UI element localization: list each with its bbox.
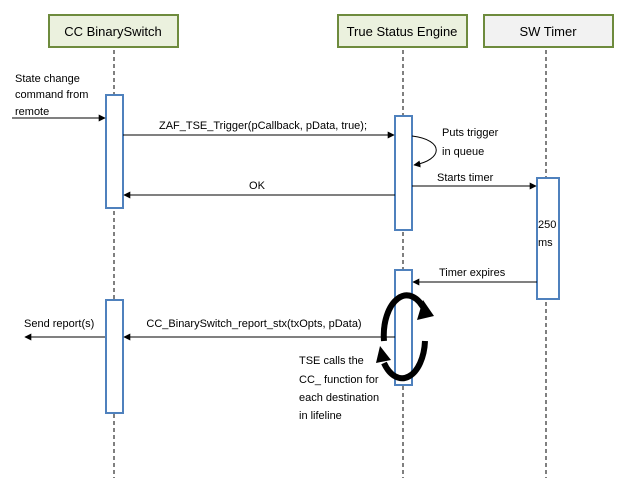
timer-expires-label: Timer expires <box>439 267 506 279</box>
trigger-label: ZAF_TSE_Trigger(pCallback, pData, true); <box>159 120 367 132</box>
activation-cc-1 <box>105 94 124 209</box>
ok-label: OK <box>249 180 266 192</box>
report-call-label: CC_BinarySwitch_report_stx(txOpts, pData… <box>146 318 361 330</box>
activation-tse-2 <box>394 269 413 386</box>
tse-note-label: TSE calls the CC_ function for each dest… <box>299 355 382 422</box>
participant-label: True Status Engine <box>347 24 458 39</box>
participant-cc-binaryswitch: CC BinarySwitch <box>48 14 179 48</box>
self-note-label: Puts trigger in queue <box>442 127 501 158</box>
participant-label: SW Timer <box>519 24 577 39</box>
participant-label: CC BinarySwitch <box>64 24 162 39</box>
timer-duration-label: 250 ms <box>538 219 559 249</box>
incoming-command-label: State change command from remote <box>15 73 91 118</box>
activation-tse-1 <box>394 115 413 231</box>
starts-timer-label: Starts timer <box>437 172 494 184</box>
participant-sw-timer: SW Timer <box>483 14 614 48</box>
send-report-label: Send report(s) <box>24 318 94 330</box>
activation-cc-2 <box>105 299 124 414</box>
participant-true-status-engine: True Status Engine <box>337 14 468 48</box>
self-queue-arrow <box>411 135 437 168</box>
activation-sw-timer <box>536 177 560 300</box>
loop-icon <box>376 292 434 382</box>
